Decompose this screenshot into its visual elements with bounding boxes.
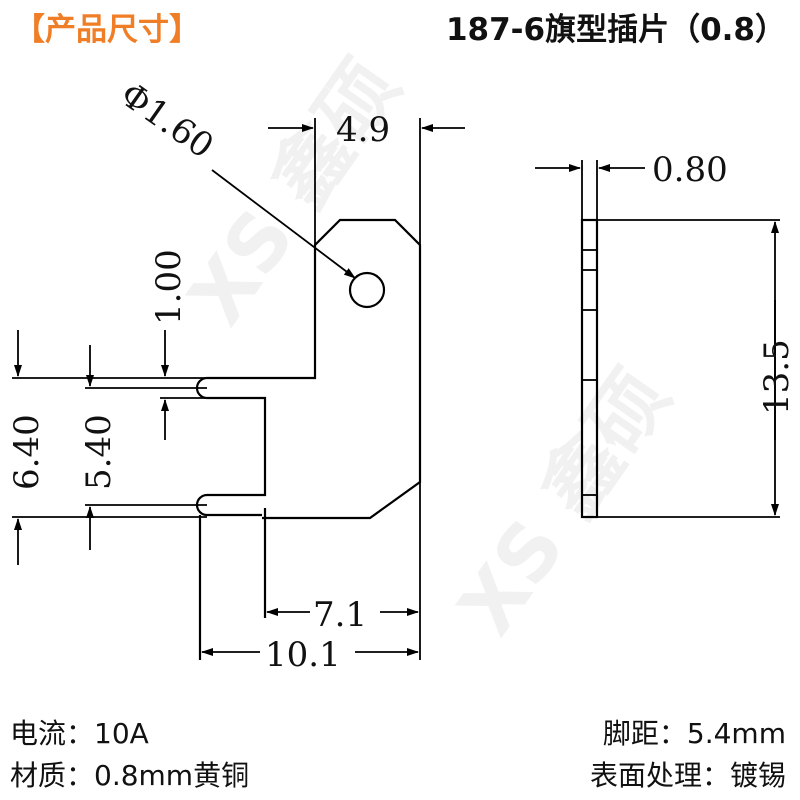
spec-material: 材质：0.8mm黄铜 bbox=[10, 759, 250, 792]
dim-top-width-label: 4.9 bbox=[336, 110, 390, 150]
dim-inner-slot: 5.40 bbox=[79, 345, 207, 550]
product-title: 187-6旗型插片（0.8） bbox=[445, 12, 786, 48]
side-plate bbox=[580, 218, 599, 519]
spec-pitch: 脚距：5.4mm bbox=[602, 717, 786, 750]
section-title: 【产品尺寸】 bbox=[14, 12, 200, 48]
dim-height-label: 13.5 bbox=[757, 339, 797, 415]
dim-total-width: 10.1 bbox=[201, 635, 419, 675]
dim-top-width: 4.9 bbox=[268, 110, 465, 245]
dim-total-width-label: 10.1 bbox=[265, 635, 341, 675]
dim-height: 13.5 bbox=[757, 221, 797, 516]
dim-thickness: 0.80 bbox=[535, 150, 728, 190]
watermark-text-a: XS 鑫硕 bbox=[172, 44, 418, 341]
dim-outer-slot: 6.40 bbox=[7, 330, 207, 565]
dim-hole-offset: 1.00 bbox=[149, 249, 207, 440]
spec-current: 电流：10A bbox=[10, 717, 149, 750]
terminal-side-view bbox=[580, 160, 780, 519]
dim-inner-width: 7.1 bbox=[266, 482, 421, 660]
dim-hole-offset-label: 1.00 bbox=[149, 249, 189, 325]
terminal-front-view bbox=[195, 218, 422, 660]
mounting-hole bbox=[348, 271, 386, 309]
dim-inner-width-label: 7.1 bbox=[313, 595, 367, 635]
slot-upper-notch bbox=[195, 376, 267, 517]
dim-hole-label: Φ1.60 bbox=[113, 75, 221, 167]
dim-thickness-label: 0.80 bbox=[652, 150, 728, 190]
terminal-outline bbox=[207, 218, 422, 520]
watermark: XS 鑫硕 XS 鑫硕 bbox=[172, 44, 688, 651]
dim-inner-slot-label: 5.40 bbox=[79, 414, 119, 490]
spec-finish: 表面处理：镀锡 bbox=[589, 759, 786, 792]
dim-outer-slot-label: 6.40 bbox=[7, 414, 47, 490]
watermark-text-b: XS 鑫硕 bbox=[442, 354, 688, 651]
